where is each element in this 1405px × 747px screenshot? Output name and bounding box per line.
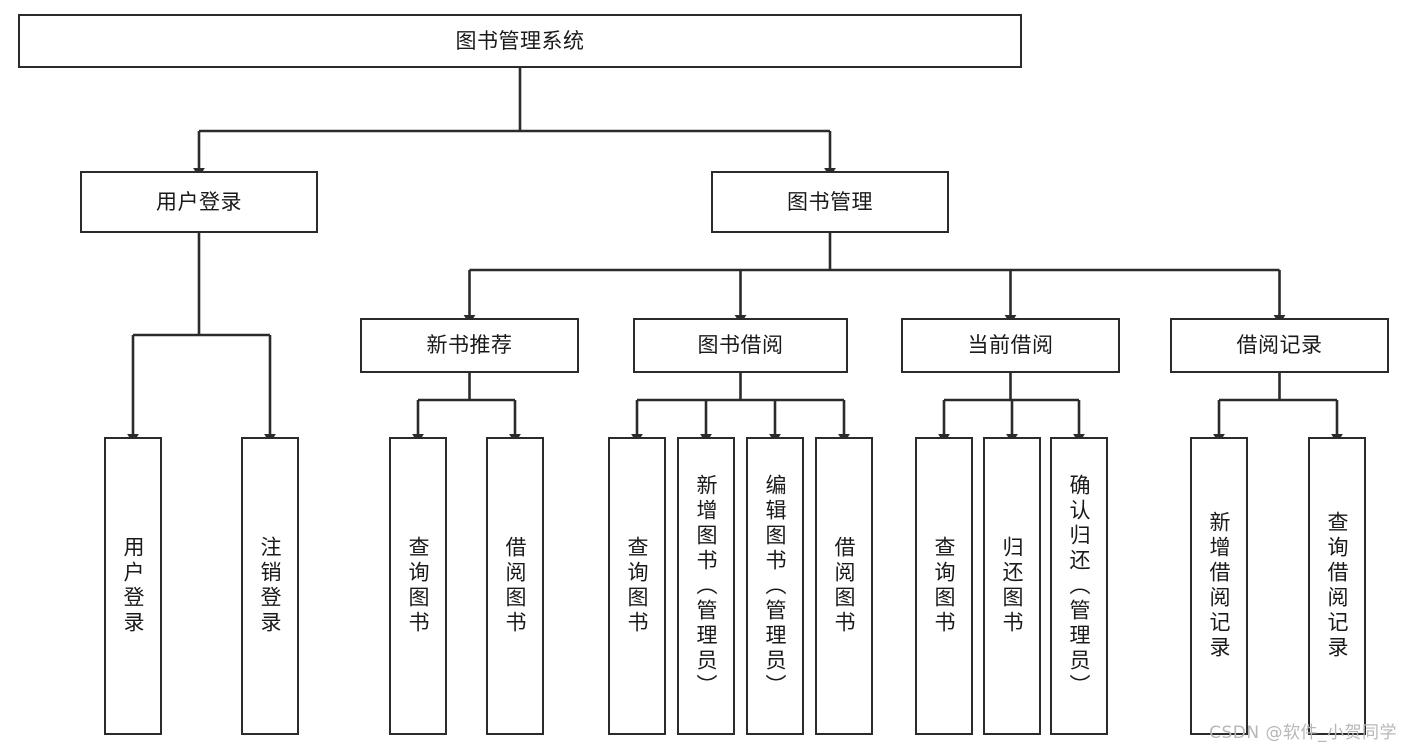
node-r2[interactable]: 查询借阅记录 — [1308, 437, 1366, 735]
node-n2[interactable]: 借阅图书 — [486, 437, 544, 735]
node-newbooks[interactable]: 新书推荐 — [360, 318, 579, 373]
node-label: 借阅图书 — [503, 536, 527, 636]
node-records[interactable]: 借阅记录 — [1170, 318, 1389, 373]
node-borrow[interactable]: 图书借阅 — [633, 318, 848, 373]
node-l1[interactable]: 用户登录 — [104, 437, 162, 735]
node-current[interactable]: 当前借阅 — [901, 318, 1120, 373]
node-label: 查询借阅记录 — [1325, 511, 1349, 661]
node-label: 新增图书（管理员） — [694, 473, 718, 699]
node-label: 用户登录 — [121, 536, 145, 636]
node-label: 新增借阅记录 — [1207, 511, 1231, 661]
node-label: 借阅记录 — [1236, 333, 1323, 358]
node-label: 归还图书 — [1000, 536, 1024, 636]
node-bookmgmt[interactable]: 图书管理 — [711, 171, 949, 233]
node-label: 注销登录 — [258, 536, 282, 636]
node-label: 查询图书 — [625, 536, 649, 636]
node-label: 编辑图书（管理员） — [763, 473, 787, 699]
node-label: 查询图书 — [406, 536, 430, 636]
node-label: 借阅图书 — [832, 536, 856, 636]
node-label: 确认归还（管理员） — [1067, 473, 1091, 699]
node-label: 当前借阅 — [967, 333, 1054, 358]
node-l2[interactable]: 注销登录 — [241, 437, 299, 735]
node-n1[interactable]: 查询图书 — [389, 437, 447, 735]
node-label: 图书借阅 — [697, 333, 784, 358]
node-c2[interactable]: 归还图书 — [983, 437, 1041, 735]
node-label: 新书推荐 — [426, 333, 513, 358]
node-label: 图书管理系统 — [455, 28, 585, 53]
node-c1[interactable]: 查询图书 — [915, 437, 973, 735]
node-b4[interactable]: 借阅图书 — [815, 437, 873, 735]
node-label: 用户登录 — [156, 189, 242, 214]
watermark-text: CSDN @软件_小贺同学 — [1209, 723, 1397, 743]
node-b1[interactable]: 查询图书 — [608, 437, 666, 735]
node-b2[interactable]: 新增图书（管理员） — [677, 437, 735, 735]
node-root[interactable]: 图书管理系统 — [18, 14, 1022, 68]
node-r1[interactable]: 新增借阅记录 — [1190, 437, 1248, 735]
node-label: 查询图书 — [932, 536, 956, 636]
node-b3[interactable]: 编辑图书（管理员） — [746, 437, 804, 735]
node-label: 图书管理 — [787, 189, 873, 214]
node-c3[interactable]: 确认归还（管理员） — [1050, 437, 1108, 735]
node-login[interactable]: 用户登录 — [80, 171, 318, 233]
